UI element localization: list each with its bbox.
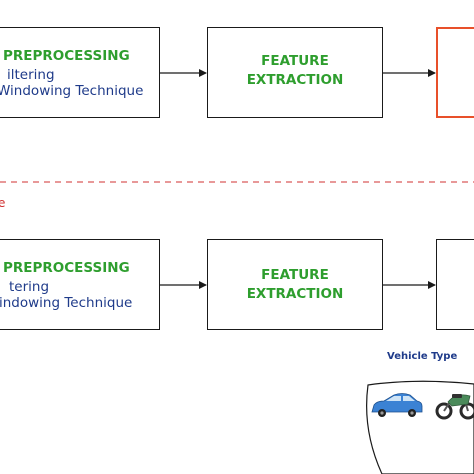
filtering-label-bottom: tering: [9, 279, 50, 295]
windowing-label-top: Windowing Technique: [0, 83, 144, 99]
classification-box-bottom: [436, 239, 474, 330]
filtering-label-top: iltering: [7, 67, 55, 83]
preprocessing-title-top: PREPROCESSING: [3, 48, 130, 64]
feature-extraction-box-bottom: FEATURE EXTRACTION: [207, 239, 383, 330]
car-icon: [371, 393, 423, 417]
preprocessing-box-top: PREPROCESSING iltering Windowing Techniq…: [0, 27, 160, 118]
motorcycle-icon: [435, 394, 474, 420]
preprocessing-box-bottom: PREPROCESSING tering indowing Technique: [0, 239, 160, 330]
vehicle-type-title: Vehicle Type: [387, 351, 458, 362]
classification-box-top: [436, 27, 474, 118]
preprocessing-title-bottom: PREPROCESSING: [3, 260, 130, 276]
feature-label-top: FEATURE: [261, 53, 329, 69]
divider-label-fragment: e: [0, 196, 6, 210]
extraction-label-top: EXTRACTION: [246, 72, 344, 88]
stage-divider: [0, 181, 474, 183]
feature-label-bottom: FEATURE: [261, 267, 329, 283]
extraction-label-bottom: EXTRACTION: [246, 286, 344, 302]
windowing-label-bottom: indowing Technique: [0, 295, 133, 311]
feature-extraction-box-top: FEATURE EXTRACTION: [207, 27, 383, 118]
vehicle-type-panel: [366, 380, 474, 474]
